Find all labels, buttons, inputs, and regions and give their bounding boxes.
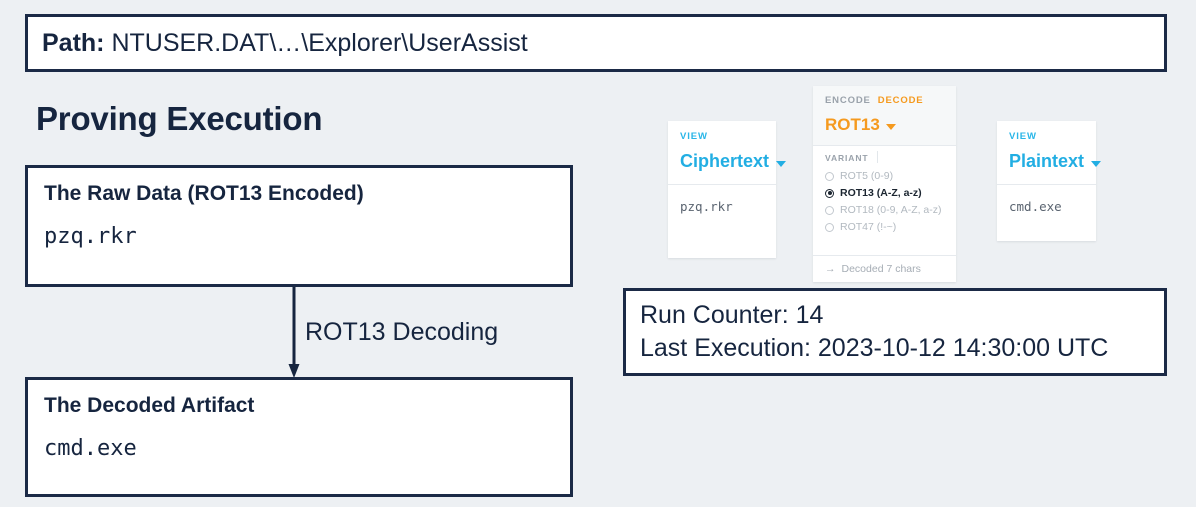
radio-icon[interactable] (825, 222, 834, 232)
mode-encode-tab[interactable]: ENCODE (825, 95, 871, 106)
page-title: Proving Execution (36, 100, 323, 137)
chevron-down-icon (1091, 160, 1102, 167)
operation-selector[interactable]: ROT13 (825, 115, 944, 135)
path-banner: Path: NTUSER.DAT\…\Explorer\UserAssist (25, 14, 1167, 72)
chevron-down-icon (885, 124, 896, 130)
variant-option-rot5[interactable]: ROT5 (0-9) (825, 168, 944, 185)
operation-status-text: Decoded 7 chars (841, 263, 921, 275)
flow-label: ROT13 Decoding (305, 318, 499, 346)
decoded-artifact-title: The Decoded Artifact (44, 394, 255, 417)
ciphertext-view-label: Ciphertext (680, 151, 770, 171)
mode-toggle-group[interactable]: ENCODE DECODE (825, 95, 944, 106)
ciphertext-view-selector[interactable]: Ciphertext (680, 151, 787, 172)
chevron-down-icon (776, 160, 787, 167)
path-label: Path: (42, 28, 105, 57)
operation-card-header: ENCODE DECODE ROT13 (813, 86, 956, 145)
run-counter-line: Run Counter: 14 (640, 301, 824, 329)
plaintext-content[interactable]: cmd.exe (1009, 199, 1062, 214)
plaintext-view-kicker: VIEW (1009, 131, 1037, 142)
raw-data-title: The Raw Data (ROT13 Encoded) (44, 182, 364, 205)
plaintext-card: VIEW Plaintext cmd.exe (997, 121, 1102, 241)
mode-decode-tab[interactable]: DECODE (877, 95, 924, 106)
path-value: NTUSER.DAT\…\Explorer\UserAssist (104, 28, 528, 57)
run-info-box: Run Counter: 14 Last Execution: 2023-10-… (623, 288, 1167, 376)
ciphertext-content[interactable]: pzq.rkr (680, 199, 733, 214)
variant-kicker: VARIANT (825, 153, 869, 163)
radio-icon[interactable] (825, 171, 834, 181)
divider (813, 145, 956, 146)
variant-option-rot18[interactable]: ROT18 (0-9, A-Z, a-z) (825, 202, 944, 219)
plaintext-card-header: VIEW Plaintext (997, 121, 1102, 184)
variant-option-label: ROT47 (!-~) (840, 220, 897, 233)
radio-icon-selected[interactable] (825, 188, 834, 198)
variant-option-list: ROT5 (0-9) ROT13 (A-Z, a-z) ROT18 (0-9, … (813, 166, 956, 255)
arrow-right-icon: → (825, 263, 836, 275)
variant-option-rot13[interactable]: ROT13 (A-Z, a-z) (825, 185, 944, 202)
radio-icon[interactable] (825, 205, 834, 215)
ciphertext-card: VIEW Ciphertext pzq.rkr (668, 121, 787, 258)
divider (668, 184, 776, 185)
variant-divider (877, 151, 879, 163)
plaintext-view-selector[interactable]: Plaintext (1009, 151, 1102, 172)
variant-option-rot47[interactable]: ROT47 (!-~) (825, 219, 944, 236)
operation-label: ROT13 (825, 115, 880, 134)
ciphertext-view-kicker: VIEW (680, 131, 708, 142)
raw-data-value: pzq.rkr (44, 224, 137, 249)
plaintext-view-label: Plaintext (1009, 151, 1085, 171)
last-execution-line: Last Execution: 2023-10-12 14:30:00 UTC (640, 334, 1109, 362)
decoded-artifact-box: The Decoded Artifact cmd.exe (25, 377, 573, 497)
flow-arrow-icon (288, 287, 300, 378)
raw-data-box: The Raw Data (ROT13 Encoded) pzq.rkr (25, 165, 573, 287)
operation-status-bar: → Decoded 7 chars (813, 255, 956, 282)
ciphertext-card-header: VIEW Ciphertext (668, 121, 787, 184)
decoded-artifact-value: cmd.exe (44, 436, 137, 461)
variant-option-label: ROT5 (0-9) (840, 170, 894, 183)
operation-card: ENCODE DECODE ROT13 VARIANT ROT5 (0-9) R… (813, 86, 956, 282)
variant-option-label: ROT18 (0-9, A-Z, a-z) (840, 203, 942, 216)
variant-header-row: VARIANT (813, 146, 956, 166)
variant-option-label: ROT13 (A-Z, a-z) (840, 187, 922, 200)
divider (997, 184, 1096, 185)
